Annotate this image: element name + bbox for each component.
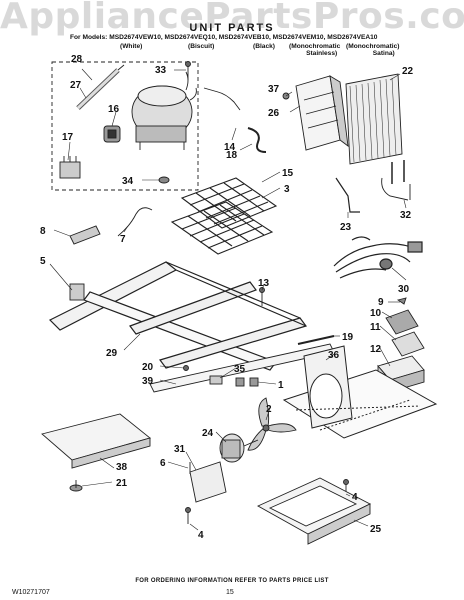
document-number: W10271707	[12, 589, 50, 596]
callout-11: 11	[370, 322, 381, 333]
callout-23: 23	[340, 222, 352, 233]
part-38-panel	[41, 413, 151, 469]
part-8-plug	[69, 225, 101, 245]
part-20-screw	[183, 365, 189, 371]
callout-4-right: 4	[352, 492, 358, 503]
callout-7: 7	[120, 234, 126, 245]
callout-16: 16	[108, 104, 120, 115]
callout-33: 33	[155, 65, 167, 76]
callout-18: 18	[226, 150, 238, 161]
callout-32: 32	[400, 210, 412, 221]
callout-8: 8	[40, 226, 46, 237]
models-line: For Models: MSD2674VEW10, MSD2674VEQ10, …	[70, 34, 378, 41]
callout-28: 28	[71, 54, 83, 65]
callout-34: 34	[122, 176, 134, 187]
callout-22: 22	[402, 66, 414, 77]
compressor	[131, 71, 197, 150]
callout-37: 37	[268, 84, 280, 95]
callout-36: 36	[328, 350, 340, 361]
callout-29: 29	[106, 348, 118, 359]
callout-35: 35	[234, 364, 246, 375]
callout-30: 30	[398, 284, 410, 295]
color-mono-stainless: (Monochromatic Stainless)	[289, 43, 340, 57]
color-mono-satina-line1: (Monochromatic)	[346, 43, 400, 50]
color-white: (White)	[120, 43, 143, 50]
part-17-connector	[59, 161, 81, 179]
callout-5: 5	[40, 256, 46, 267]
part-25-drain-pan	[257, 477, 372, 545]
callout-1: 1	[278, 380, 284, 391]
color-mono-satina: (Monochromatic) Satina)	[346, 43, 399, 57]
color-mono-satina-line2: Satina)	[372, 50, 395, 57]
part-21-foot	[69, 480, 83, 492]
part-2-fan-blade	[247, 397, 297, 451]
ordering-note: FOR ORDERING INFORMATION REFER TO PARTS …	[135, 578, 329, 584]
callout-19: 19	[342, 332, 354, 343]
part-24-fan-motor	[219, 433, 259, 463]
part-32-tubes	[381, 160, 411, 201]
callout-14: 14	[224, 142, 236, 153]
compressor-group-box	[51, 61, 199, 191]
part-22-condenser	[345, 73, 403, 165]
part-36-base	[282, 345, 438, 439]
color-mono-stainless-line2: Stainless)	[306, 50, 338, 57]
callout-27: 27	[70, 80, 82, 91]
callout-17: 17	[62, 132, 74, 143]
part-11-board	[391, 331, 425, 357]
part-10-board	[385, 309, 419, 335]
color-black: (Black)	[253, 43, 275, 50]
part-27-tube	[76, 64, 125, 110]
part-9-screw	[396, 297, 407, 305]
part-34-grommet	[158, 176, 170, 184]
callout-12: 12	[370, 344, 382, 355]
part-30-harness	[333, 236, 423, 279]
callout-3: 3	[284, 184, 290, 195]
part-5-bracket	[69, 283, 85, 301]
part-15-coil	[170, 201, 274, 255]
color-mono-stainless-line1: (Monochromatic	[289, 43, 341, 50]
callout-21: 21	[116, 478, 128, 489]
part-29-frame	[48, 261, 307, 371]
part-31-bracket	[189, 461, 227, 503]
callout-24: 24	[202, 428, 214, 439]
color-biscuit: (Biscuit)	[188, 43, 215, 50]
part-35-spacer	[209, 375, 223, 385]
callout-25: 25	[370, 524, 382, 535]
callout-10: 10	[370, 308, 382, 319]
callout-4-bottom: 4	[198, 530, 204, 541]
part-1-grommets	[235, 377, 259, 387]
callout-38: 38	[116, 462, 128, 473]
page-number: 15	[226, 589, 234, 596]
callout-26: 26	[268, 108, 280, 119]
callout-20: 20	[142, 362, 154, 373]
page-title: UNIT PARTS	[189, 22, 275, 34]
callout-15: 15	[282, 168, 294, 179]
part-23-wire	[335, 177, 360, 213]
callout-39: 39	[142, 376, 154, 387]
callout-31: 31	[174, 444, 186, 455]
callout-9: 9	[378, 297, 384, 308]
part-14-tube	[203, 87, 241, 111]
callout-2: 2	[266, 404, 272, 415]
part-18-tube	[247, 127, 267, 153]
callout-13: 13	[258, 278, 270, 289]
part-7-wire	[117, 207, 153, 237]
part-19-bolt	[297, 335, 335, 345]
callout-6: 6	[160, 458, 166, 469]
part-26-panel	[295, 75, 349, 151]
